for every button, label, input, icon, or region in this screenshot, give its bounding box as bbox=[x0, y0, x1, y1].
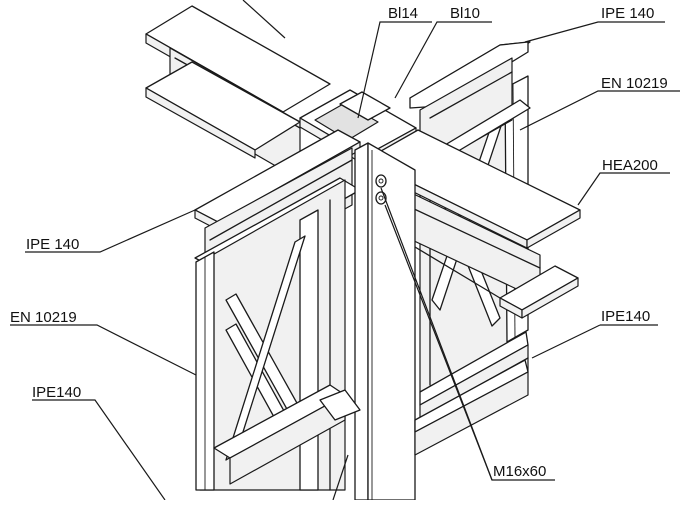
bottom-beam bbox=[319, 359, 529, 456]
bolt-upper bbox=[375, 174, 387, 188]
label-bl10: Bl10 bbox=[450, 5, 480, 22]
label-bl14: Bl14 bbox=[388, 5, 418, 22]
leader-lines bbox=[10, 0, 680, 501]
label-en10219-right: EN 10219 bbox=[601, 75, 668, 92]
label-m16x60: M16x60 bbox=[493, 463, 546, 480]
connection-plate bbox=[354, 142, 416, 501]
label-ipe140-top-right: IPE 140 bbox=[601, 5, 654, 22]
front-frame bbox=[195, 179, 346, 491]
hea200-beam bbox=[364, 129, 581, 319]
label-hea200: HEA200 bbox=[602, 157, 658, 174]
label-ipe140-left: IPE 140 bbox=[26, 236, 79, 253]
label-ipe140-right: IPE140 bbox=[601, 308, 650, 325]
labels: Bl14 Bl10 IPE 140 EN 10219 HEA200 IPE 14… bbox=[10, 5, 668, 480]
label-ipe140-bottom-left: IPE140 bbox=[32, 384, 81, 401]
label-en10219-left: EN 10219 bbox=[10, 309, 77, 326]
